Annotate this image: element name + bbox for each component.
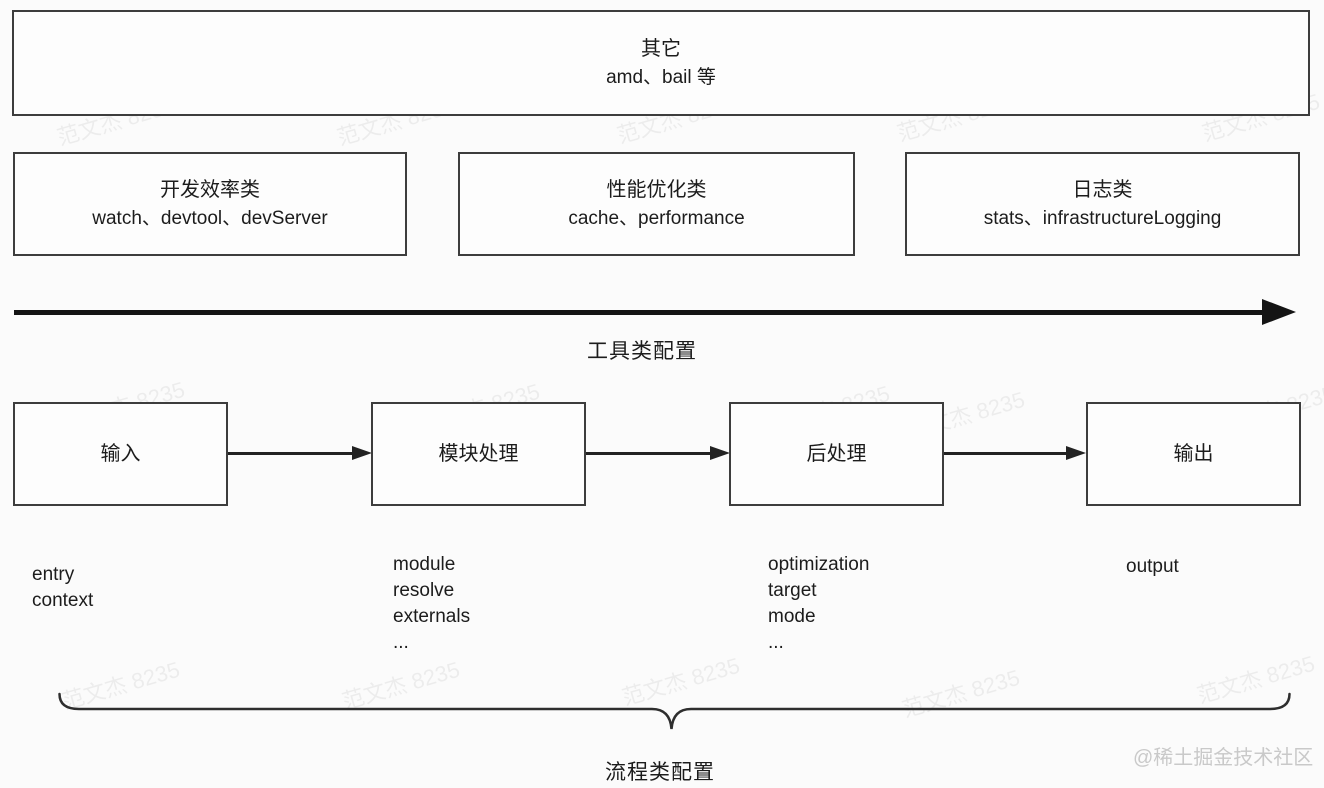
flow-connector-line [228, 452, 354, 455]
flow-connector-arrowhead-icon [1066, 446, 1086, 460]
config-list-output: output [1126, 554, 1179, 580]
flow-connector-arrowhead-icon [710, 446, 730, 460]
config-item: resolve [393, 580, 455, 601]
config-item: target [768, 580, 817, 601]
config-list-input: entry context [32, 562, 93, 614]
tools-axis-arrowhead-icon [1262, 299, 1296, 325]
tool-category-title: 性能优化类 [606, 179, 707, 201]
config-item: output [1126, 556, 1179, 577]
tool-category-subtitle: cache、performance [568, 208, 745, 229]
config-item: entry [32, 564, 75, 585]
config-item: externals [393, 606, 471, 627]
flow-connector-arrowhead-icon [352, 446, 372, 460]
tool-category-box-logging: 日志类 stats、infrastructureLogging [905, 152, 1300, 256]
flow-node-input: 输入 [13, 402, 228, 506]
other-category-subtitle: amd、bail 等 [606, 67, 716, 88]
tool-category-subtitle: watch、devtool、devServer [92, 208, 328, 229]
tools-axis-label: 工具类配置 [587, 340, 697, 363]
config-item: module [393, 554, 456, 575]
juejin-site-watermark: @稀土掘金技术社区 [1133, 747, 1314, 769]
tool-category-box-dev-efficiency: 开发效率类 watch、devtool、devServer [13, 152, 407, 256]
config-list-module: module resolve externals... [393, 552, 470, 656]
other-category-title: 其它 [641, 38, 681, 60]
tool-category-title: 开发效率类 [160, 179, 260, 201]
process-brace [58, 692, 1291, 730]
flow-node-label: 模块处理 [438, 443, 519, 465]
flow-node-label: 后处理 [806, 443, 867, 465]
tool-category-subtitle: stats、infrastructureLogging [983, 208, 1222, 229]
config-item: ... [393, 632, 409, 653]
flow-node-label: 输出 [1173, 443, 1214, 465]
flow-node-label: 输入 [100, 443, 141, 465]
config-item: context [32, 590, 94, 611]
config-item: ... [768, 632, 784, 653]
tool-category-title: 日志类 [1072, 179, 1133, 201]
tools-axis-arrow-line [14, 310, 1266, 315]
config-item: optimization [768, 554, 870, 575]
flow-node-post-processing: 后处理 [729, 402, 944, 506]
config-list-post-processing: optimization target mode... [768, 552, 869, 656]
flow-connector-line [586, 452, 712, 455]
flow-node-output: 输出 [1086, 402, 1301, 506]
process-brace-label: 流程类配置 [605, 761, 715, 784]
config-item: mode [768, 606, 816, 627]
flow-node-module-processing: 模块处理 [371, 402, 586, 506]
other-category-box: 其它 amd、bail 等 [12, 10, 1310, 116]
tool-category-box-performance: 性能优化类 cache、performance [458, 152, 855, 256]
flow-connector-line [944, 452, 1068, 455]
